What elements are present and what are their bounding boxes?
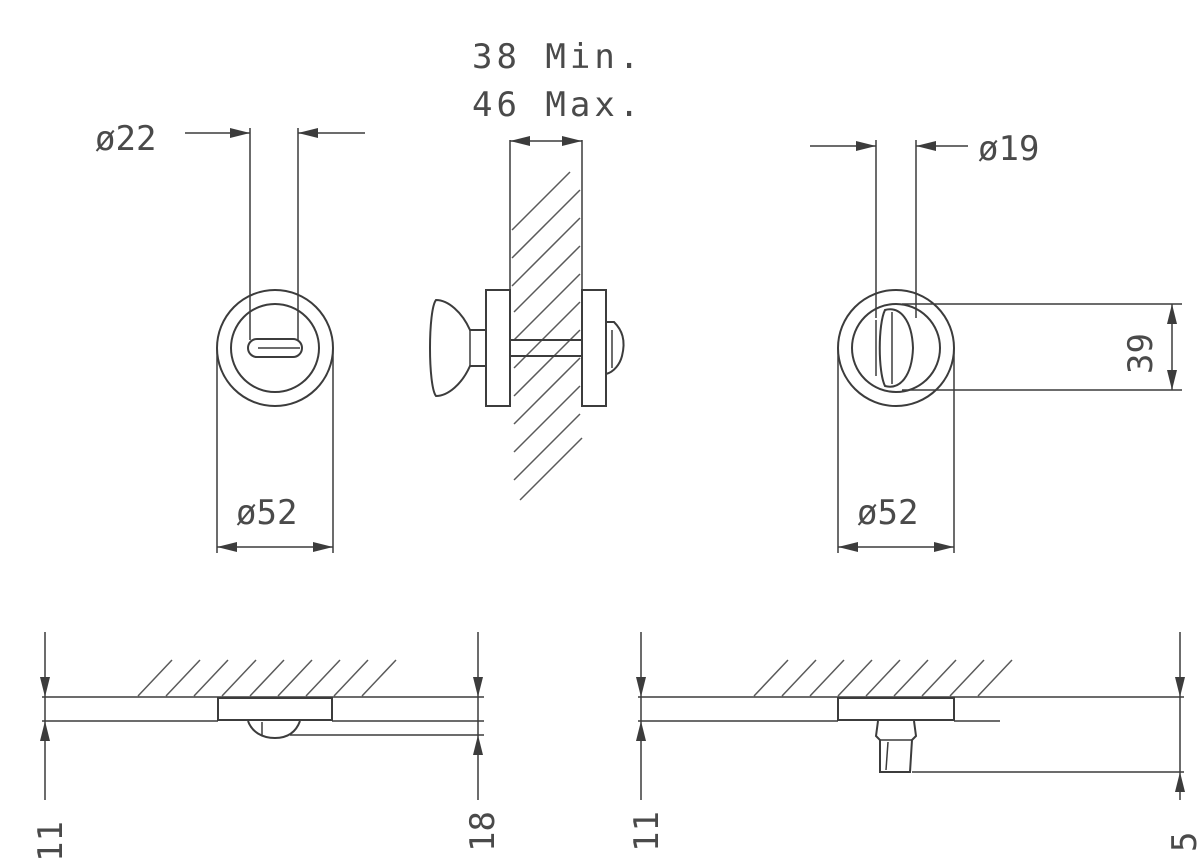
rose-depth-right-bottom-label: 11	[627, 811, 667, 852]
center-side-view	[429, 136, 625, 501]
left-front-view: ø22 ø52	[95, 119, 365, 553]
rose-diameter-left-label: ø52	[236, 493, 297, 533]
knob-projection-left-bottom-label: 18	[463, 811, 503, 852]
right-front-view: ø19 39 ø52	[810, 129, 1182, 553]
door-thickness-min-label: 38 Min.	[472, 37, 643, 77]
rose-depth-left-bottom-label: 11	[31, 821, 71, 862]
indicator-projection-right-bottom-label: 5	[1165, 832, 1200, 852]
rose-diameter-right-label: ø52	[857, 493, 918, 533]
bottom-left-side-view: 11 18	[31, 632, 503, 862]
door-thickness-max-label: 46 Max.	[472, 85, 643, 125]
spindle-diameter-left-label: ø22	[95, 119, 156, 159]
bottom-right-side-view: 11 5	[627, 632, 1200, 852]
indicator-height-right-label: 39	[1121, 333, 1161, 374]
indicator-diameter-right-label: ø19	[978, 129, 1039, 169]
